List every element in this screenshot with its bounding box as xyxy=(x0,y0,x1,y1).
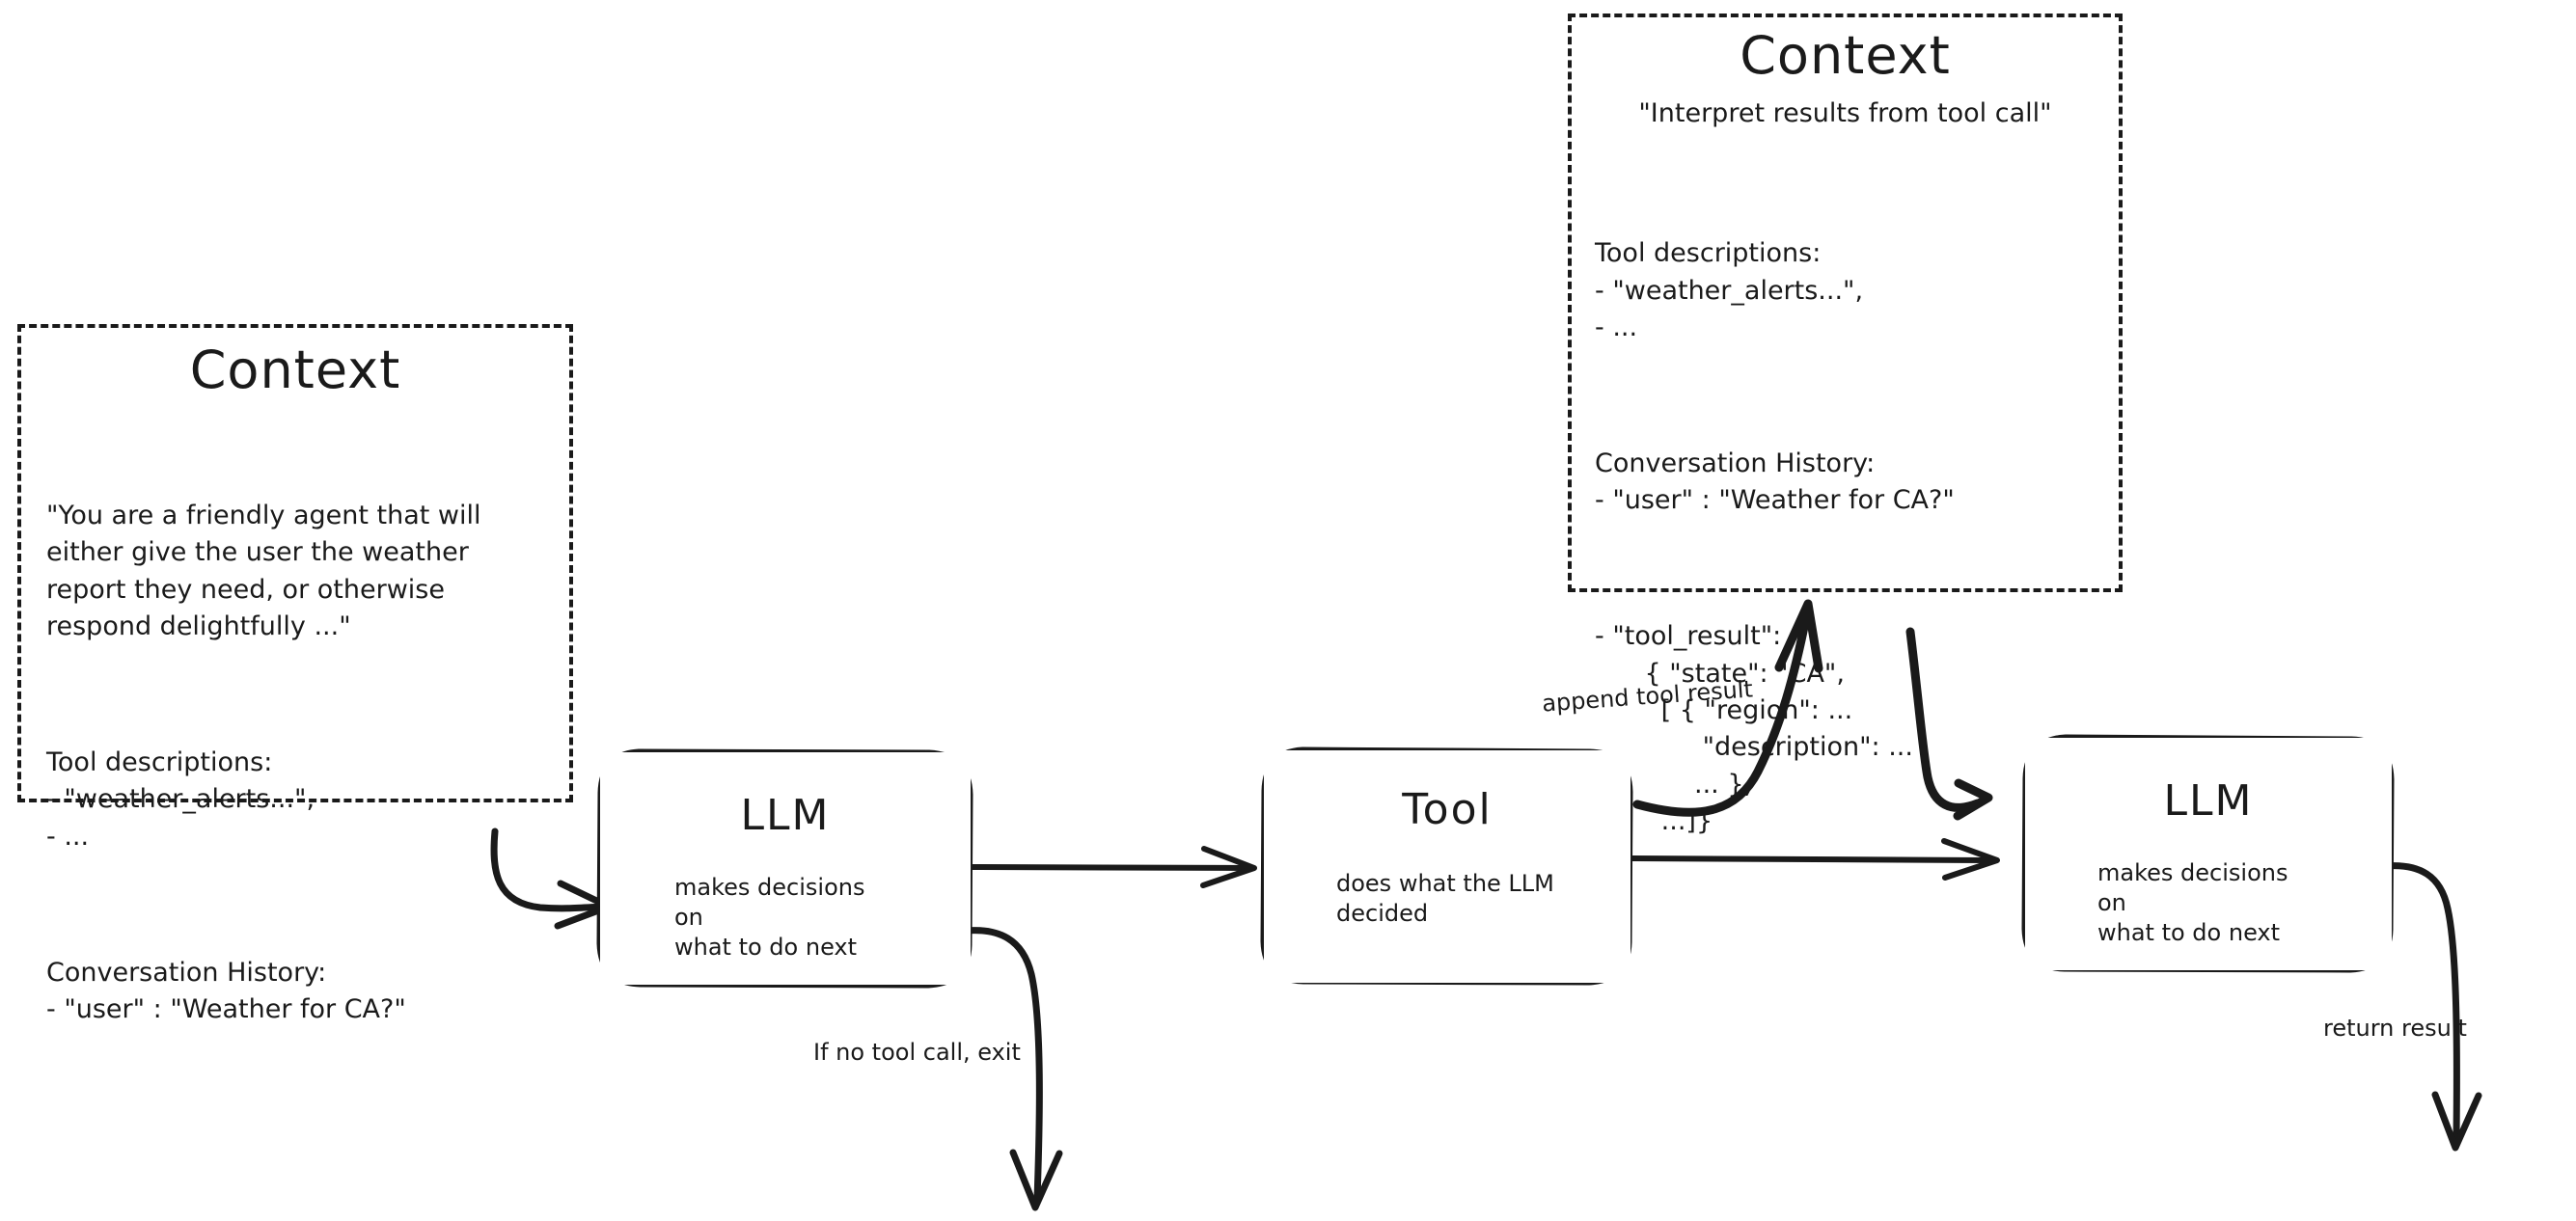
edge-llm2-return-head xyxy=(2431,1091,2482,1152)
edge-llm1-exit-head xyxy=(1009,1149,1063,1211)
node-llm-2[interactable]: LLM makes decisions on what to do next xyxy=(2025,738,2392,970)
node-llm-2-subtitle: makes decisions on what to do next xyxy=(2097,859,2288,947)
context-box-left: Context "You are a friendly agent that w… xyxy=(17,324,573,1024)
node-tool-subtitle: does what the LLM decided xyxy=(1336,870,1554,928)
edge-llm1-to-tool-head xyxy=(1200,846,1257,888)
edge-label-return-result: return result xyxy=(2323,1015,2467,1042)
context-right-paragraph-tools: Tool descriptions: - "weather_alerts..."… xyxy=(1595,238,1864,343)
node-llm-1-subtitle: makes decisions on what to do next xyxy=(674,874,865,962)
edge-llm2-return-line xyxy=(2381,862,2460,1142)
node-tool-title: Tool xyxy=(1402,785,1493,834)
context-left-paragraph-system: "You are a friendly agent that will eith… xyxy=(46,501,481,642)
node-llm-1[interactable]: LLM makes decisions on what to do next xyxy=(600,752,971,985)
context-right-heading: Context xyxy=(1740,25,1951,86)
context-right-paragraph-toolresult: - "tool_result": { "state": "CA", [ { "r… xyxy=(1595,621,1913,836)
context-left-paragraph-tools: Tool descriptions: - "weather_alerts..."… xyxy=(46,747,315,852)
node-llm-1-title: LLM xyxy=(740,791,831,840)
node-tool[interactable]: Tool does what the LLM decided xyxy=(1264,750,1631,983)
edge-label-if-no-tool-call-exit: If no tool call, exit xyxy=(813,1039,1021,1066)
context-left-paragraph-history: Conversation History: - "user" : "Weathe… xyxy=(46,957,406,1024)
context-right-paragraph-history: Conversation History: - "user" : "Weathe… xyxy=(1595,448,1955,516)
node-llm-2-title: LLM xyxy=(2163,776,2254,826)
context-box-right: Context "Interpret results from tool cal… xyxy=(1568,14,2123,836)
edge-llm1-to-tool-line xyxy=(970,864,1252,871)
context-right-quote: "Interpret results from tool call" xyxy=(1638,98,2052,129)
context-left-heading: Context xyxy=(189,339,401,400)
